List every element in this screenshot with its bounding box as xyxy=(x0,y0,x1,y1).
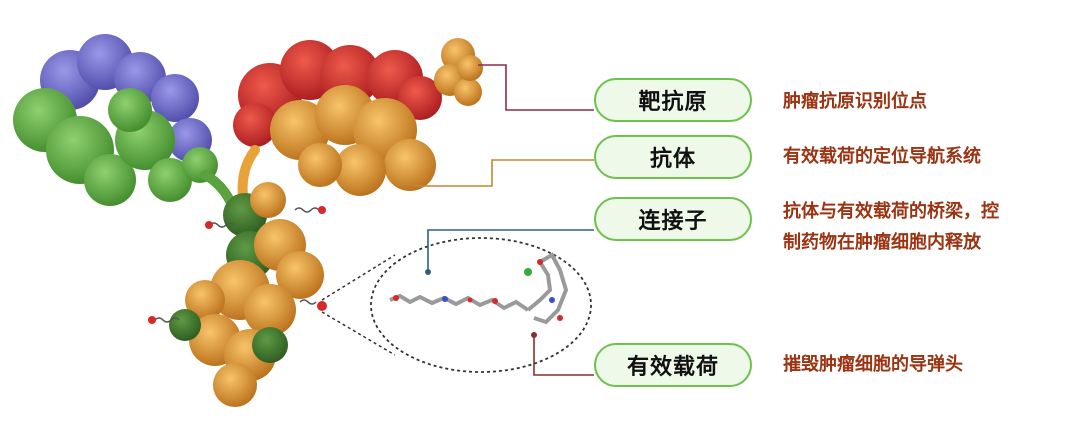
hinge-region xyxy=(200,145,286,237)
fab-arm-right xyxy=(233,40,442,196)
leader-lines xyxy=(414,64,594,376)
desc-payload: 摧毁肿瘤细胞的导弹头 xyxy=(783,349,963,380)
drug-star-icons xyxy=(148,206,327,324)
desc-target-antigen: 肿瘤抗原识别位点 xyxy=(783,86,927,117)
label-payload: 有效载荷 xyxy=(594,343,752,387)
molecule-inset xyxy=(321,237,592,373)
desc-line: 制药物在肿瘤细胞内释放 xyxy=(783,232,981,253)
desc-line: 摧毁肿瘤细胞的导弹头 xyxy=(783,354,963,375)
label-target-antigen: 靶抗原 xyxy=(594,78,752,122)
desc-line: 有效载荷的定位导航系统 xyxy=(783,146,981,167)
desc-line: 肿瘤抗原识别位点 xyxy=(783,91,927,112)
desc-antibody: 有效载荷的定位导航系统 xyxy=(783,141,981,172)
fab-arm-left xyxy=(13,34,218,206)
desc-line: 抗体与有效载荷的桥梁，控 xyxy=(783,201,999,222)
target-antigen xyxy=(434,38,483,106)
label-antibody: 抗体 xyxy=(594,135,752,179)
drug-stubs xyxy=(154,207,320,323)
desc-linker: 抗体与有效载荷的桥梁，控 制药物在肿瘤细胞内释放 xyxy=(783,196,999,258)
fc-region xyxy=(169,219,324,407)
label-linker: 连接子 xyxy=(594,197,752,241)
